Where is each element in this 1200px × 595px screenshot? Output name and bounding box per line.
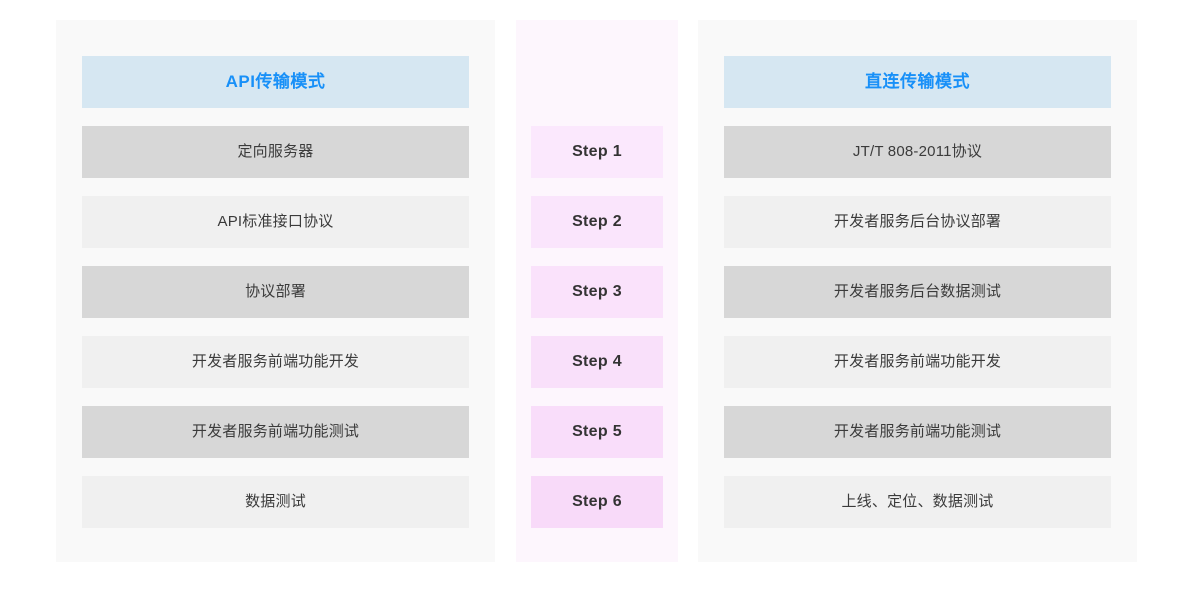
column-header-direct-mode: 直连传输模式 — [724, 56, 1111, 108]
right-row-6: 上线、定位、数据测试 — [724, 476, 1111, 528]
left-row-5: 开发者服务前端功能测试 — [82, 406, 469, 458]
left-row-4: 开发者服务前端功能开发 — [82, 336, 469, 388]
left-row-5-label: 开发者服务前端功能测试 — [191, 423, 360, 440]
step-5: Step 5 — [531, 406, 663, 458]
column-steps: Step 1 Step 2 Step 3 Step 4 Step 5 Step … — [516, 20, 678, 562]
column-direct-mode: 直连传输模式 JT/T 808-2011协议 开发者服务后台协议部署 开发者服务… — [698, 20, 1137, 562]
left-row-3-label: 协议部署 — [245, 283, 306, 300]
step-2-label: Step 2 — [572, 213, 622, 231]
step-4: Step 4 — [531, 336, 663, 388]
right-row-2: 开发者服务后台协议部署 — [724, 196, 1111, 248]
left-row-3: 协议部署 — [82, 266, 469, 318]
right-row-5: 开发者服务前端功能测试 — [724, 406, 1111, 458]
right-row-1-label: JT/T 808-2011协议 — [852, 143, 983, 160]
left-row-2: API标准接口协议 — [82, 196, 469, 248]
left-row-1: 定向服务器 — [82, 126, 469, 178]
step-6: Step 6 — [531, 476, 663, 528]
right-row-2-label: 开发者服务后台协议部署 — [833, 213, 1002, 230]
step-1-label: Step 1 — [572, 143, 622, 161]
step-1: Step 1 — [531, 126, 663, 178]
step-5-label: Step 5 — [572, 423, 622, 441]
step-6-label: Step 6 — [572, 493, 622, 511]
left-row-6: 数据测试 — [82, 476, 469, 528]
left-row-4-label: 开发者服务前端功能开发 — [191, 353, 360, 370]
right-row-3: 开发者服务后台数据测试 — [724, 266, 1111, 318]
step-3: Step 3 — [531, 266, 663, 318]
step-4-label: Step 4 — [572, 353, 622, 371]
left-row-1-label: 定向服务器 — [237, 143, 314, 160]
right-row-4: 开发者服务前端功能开发 — [724, 336, 1111, 388]
step-3-label: Step 3 — [572, 283, 622, 301]
right-row-6-label: 上线、定位、数据测试 — [841, 493, 994, 510]
left-row-2-label: API标准接口协议 — [217, 213, 334, 230]
right-row-1: JT/T 808-2011协议 — [724, 126, 1111, 178]
right-row-3-label: 开发者服务后台数据测试 — [833, 283, 1002, 300]
column-header-api-mode: API传输模式 — [82, 56, 469, 108]
step-2: Step 2 — [531, 196, 663, 248]
column-api-mode: API传输模式 定向服务器 API标准接口协议 协议部署 开发者服务前端功能开发… — [56, 20, 495, 562]
right-row-5-label: 开发者服务前端功能测试 — [833, 423, 1002, 440]
left-row-6-label: 数据测试 — [245, 493, 306, 510]
right-row-4-label: 开发者服务前端功能开发 — [833, 353, 1002, 370]
